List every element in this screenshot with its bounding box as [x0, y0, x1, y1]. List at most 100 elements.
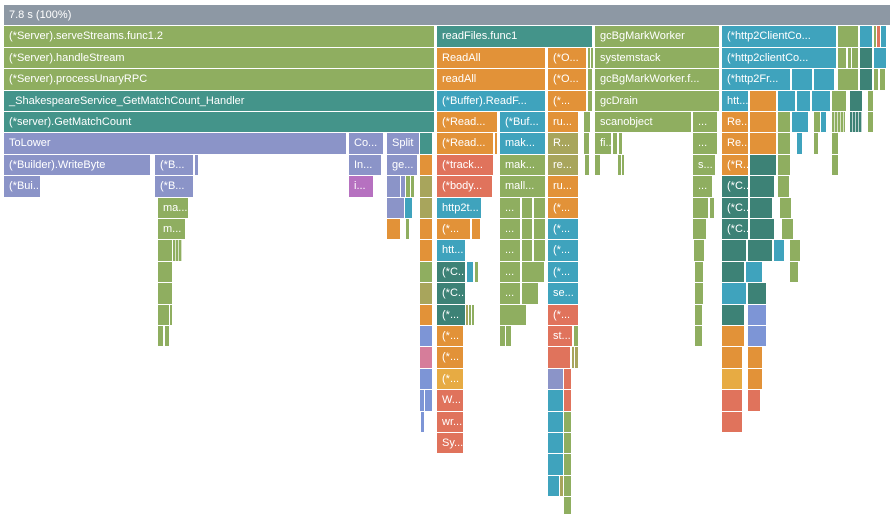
flame-frame[interactable]	[782, 219, 793, 240]
flame-frame[interactable]: re...	[548, 154, 578, 176]
flame-frame[interactable]	[874, 47, 886, 69]
flame-frame[interactable]: ma...	[158, 197, 188, 218]
flame-frame[interactable]: (*server).GetMatchCount	[4, 112, 434, 133]
flame-frame[interactable]	[564, 475, 571, 497]
flame-frame[interactable]	[750, 112, 776, 133]
flame-frame[interactable]	[832, 90, 846, 111]
flame-frame[interactable]	[748, 368, 762, 390]
flame-frame[interactable]	[522, 261, 544, 283]
flame-frame[interactable]	[722, 347, 742, 368]
flame-frame[interactable]	[797, 90, 810, 111]
flame-frame[interactable]	[695, 304, 702, 325]
flame-frame[interactable]	[750, 176, 774, 197]
flame-frame[interactable]	[792, 112, 808, 133]
flame-frame[interactable]	[847, 47, 851, 69]
flame-frame[interactable]: (*Server).processUnaryRPC	[4, 69, 434, 90]
flame-frame[interactable]	[158, 240, 172, 261]
flame-frame[interactable]	[548, 433, 563, 454]
flame-frame[interactable]	[410, 176, 414, 197]
flame-frame[interactable]	[571, 347, 574, 368]
flame-frame[interactable]	[722, 326, 744, 347]
flame-frame[interactable]	[879, 69, 885, 90]
flame-frame[interactable]	[814, 112, 820, 133]
flame-frame[interactable]: se...	[548, 283, 578, 304]
flame-frame[interactable]	[873, 26, 876, 47]
flame-frame[interactable]	[612, 133, 617, 154]
flame-frame[interactable]	[387, 197, 404, 218]
flame-frame[interactable]	[548, 368, 563, 390]
flame-frame[interactable]	[471, 219, 480, 240]
flame-frame[interactable]: Split	[387, 133, 419, 154]
flame-frame[interactable]: Re...	[722, 112, 748, 133]
flame-frame[interactable]: (*http2clientCo...	[722, 47, 836, 69]
flame-frame[interactable]: (*...	[548, 197, 578, 218]
flame-frame[interactable]: ...	[500, 283, 520, 304]
flame-frame[interactable]: ru...	[548, 176, 578, 197]
flame-frame[interactable]: (*body...	[437, 176, 492, 197]
flame-frame[interactable]	[585, 154, 589, 176]
flame-frame[interactable]	[158, 261, 172, 283]
flame-frame[interactable]	[522, 197, 532, 218]
flame-frame[interactable]	[748, 326, 766, 347]
flame-frame[interactable]	[750, 154, 776, 176]
flame-frame[interactable]	[522, 240, 532, 261]
flame-frame[interactable]	[406, 176, 410, 197]
flame-frame[interactable]: (*C...	[437, 261, 465, 283]
flame-frame[interactable]: http2t...	[437, 197, 481, 218]
flame-frame[interactable]	[158, 283, 172, 304]
flame-frame[interactable]	[750, 219, 774, 240]
flame-frame[interactable]	[420, 176, 432, 197]
flame-frame[interactable]: Co...	[349, 133, 383, 154]
flame-frame[interactable]	[564, 390, 571, 411]
flame-frame[interactable]	[814, 69, 834, 90]
flame-frame[interactable]	[852, 47, 858, 69]
flame-frame[interactable]	[421, 411, 424, 432]
flame-frame[interactable]: ToLower	[4, 133, 346, 154]
flame-frame[interactable]	[722, 390, 742, 411]
flame-frame[interactable]: gcBgMarkWorker	[595, 26, 719, 47]
flame-frame[interactable]	[746, 261, 762, 283]
flame-frame[interactable]	[868, 90, 873, 111]
flame-frame[interactable]	[838, 26, 858, 47]
flame-frame[interactable]	[868, 112, 873, 133]
flame-frame[interactable]: (*C...	[722, 197, 748, 218]
flame-frame[interactable]	[778, 133, 790, 154]
flame-frame[interactable]: ...	[500, 219, 520, 240]
flame-frame[interactable]: ...	[693, 112, 717, 133]
flame-frame[interactable]: In...	[349, 154, 381, 176]
flame-frame[interactable]: (*B...	[155, 154, 193, 176]
flame-frame[interactable]	[748, 283, 766, 304]
flame-frame[interactable]	[850, 90, 862, 111]
flame-frame[interactable]: W...	[437, 390, 463, 411]
flame-frame[interactable]	[469, 304, 471, 325]
flame-frame[interactable]	[778, 112, 790, 133]
flame-frame[interactable]: fi...	[595, 133, 611, 154]
flame-frame[interactable]	[618, 154, 621, 176]
flame-frame[interactable]: (*C...	[722, 219, 748, 240]
flame-frame[interactable]: ReadAll	[437, 47, 545, 69]
flame-frame[interactable]	[832, 112, 845, 133]
flame-root-frame[interactable]: 7.8 s (100%)	[4, 5, 890, 26]
flame-frame[interactable]	[534, 197, 545, 218]
flame-frame[interactable]: (*...	[548, 219, 578, 240]
flame-frame[interactable]: systemstack	[595, 47, 719, 69]
flame-frame[interactable]	[522, 219, 532, 240]
flame-frame[interactable]: htt...	[437, 240, 465, 261]
flame-frame[interactable]: Re...	[722, 133, 748, 154]
flame-frame[interactable]	[874, 69, 878, 90]
flame-frame[interactable]	[575, 347, 578, 368]
flame-frame[interactable]	[618, 133, 622, 154]
flame-frame[interactable]	[748, 390, 760, 411]
flame-frame[interactable]	[860, 47, 872, 69]
flame-frame[interactable]	[420, 240, 432, 261]
flame-frame[interactable]	[587, 47, 590, 69]
flame-frame[interactable]	[722, 304, 744, 325]
flame-frame[interactable]	[695, 326, 702, 347]
flame-frame[interactable]	[466, 304, 468, 325]
flame-frame[interactable]	[387, 176, 400, 197]
flame-frame[interactable]	[780, 197, 791, 218]
flame-frame[interactable]: (*http2ClientCo...	[722, 26, 836, 47]
flame-frame[interactable]	[548, 411, 563, 432]
flame-frame[interactable]	[750, 197, 772, 218]
flame-frame[interactable]: gcBgMarkWorker.f...	[595, 69, 719, 90]
